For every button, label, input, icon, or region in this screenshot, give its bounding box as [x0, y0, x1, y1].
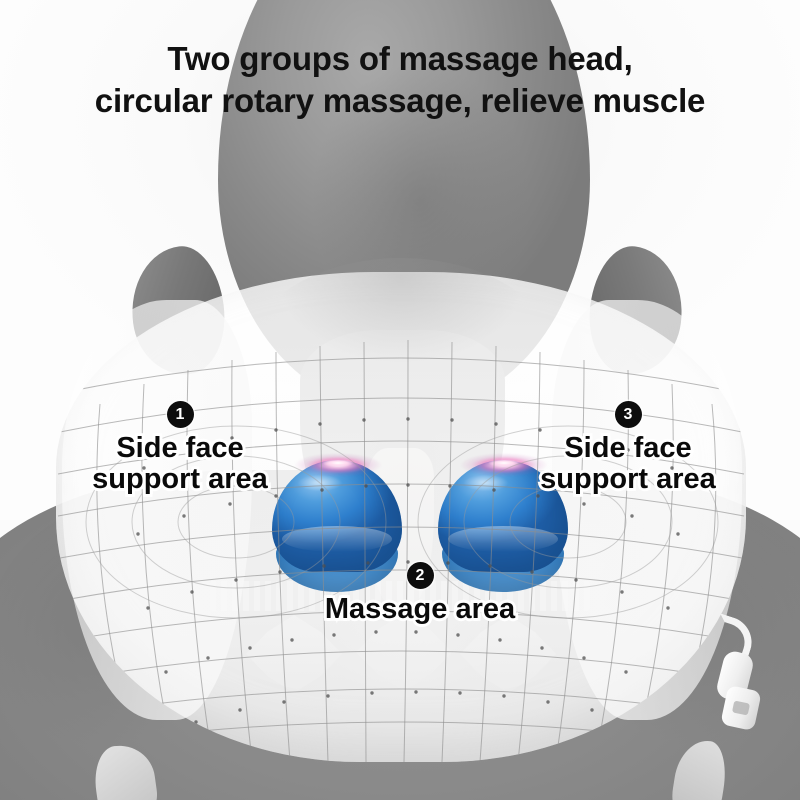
callout-label-left-line-1: Side face [114, 430, 247, 467]
pillow-neck-notch [236, 258, 566, 488]
massage-head-left [272, 452, 402, 592]
callout-badge-1: 1 [166, 401, 194, 428]
callout-label-right-line-2: support area [537, 461, 718, 498]
page-title: Two groups of massage head, circular rot… [0, 38, 800, 122]
headline-line-2: circular rotary massage, relieve muscle [94, 82, 706, 119]
massage-head-right [438, 452, 568, 592]
callout-label-middle: Massage area [300, 591, 540, 628]
callout-massage-area: 2 Massage area [300, 562, 540, 628]
massage-head-lip [282, 526, 392, 552]
callout-label-middle-line-1: Massage area [322, 591, 518, 628]
callout-label-right: Side face support area [508, 430, 748, 498]
callout-badge-2: 2 [406, 562, 434, 589]
heat-glow-core [322, 460, 354, 467]
callout-side-face-right: 3 Side face support area [508, 401, 748, 498]
callout-label-left-line-2: support area [89, 461, 270, 498]
power-cable [701, 613, 776, 738]
callout-badge-3: 3 [614, 401, 642, 428]
wireframe-mesh-overlay [56, 272, 746, 762]
headline-line-1: Two groups of massage head, [167, 40, 633, 77]
callout-label-left: Side face support area [60, 430, 300, 498]
callout-side-face-left: 1 Side face support area [60, 401, 300, 498]
massage-head-lip [448, 526, 558, 552]
callout-label-right-line-1: Side face [562, 430, 695, 467]
heat-glow-core [488, 460, 520, 467]
